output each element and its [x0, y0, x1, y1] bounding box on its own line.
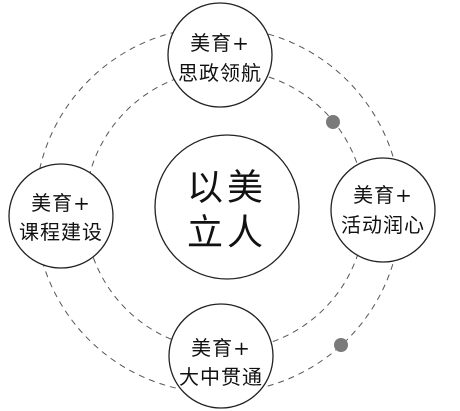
node-right-line2: 活动润心 — [341, 213, 425, 237]
node-bottom-line1: 美育+ — [191, 336, 251, 360]
center-node: 以美 立人 — [154, 134, 300, 280]
node-top-line1: 美育+ — [190, 31, 250, 55]
node-right-line1: 美育+ — [353, 183, 413, 207]
node-bottom-line2: 大中贯通 — [179, 365, 263, 389]
orbit-dot-upper-right — [326, 115, 340, 129]
center-title-line1: 以美 — [187, 168, 267, 209]
node-left-line2: 课程建设 — [19, 220, 103, 244]
node-top: 美育+ 思政领航 — [167, 2, 273, 108]
node-left: 美育+ 课程建设 — [8, 163, 114, 269]
node-left-line1: 美育+ — [31, 191, 91, 215]
orbit-dot-lower-right — [334, 338, 348, 352]
center-title-line2: 立人 — [187, 213, 267, 254]
node-right: 美育+ 活动润心 — [330, 157, 436, 263]
node-top-line2: 思政领航 — [178, 61, 262, 85]
node-bottom: 美育+ 大中贯通 — [168, 303, 274, 409]
